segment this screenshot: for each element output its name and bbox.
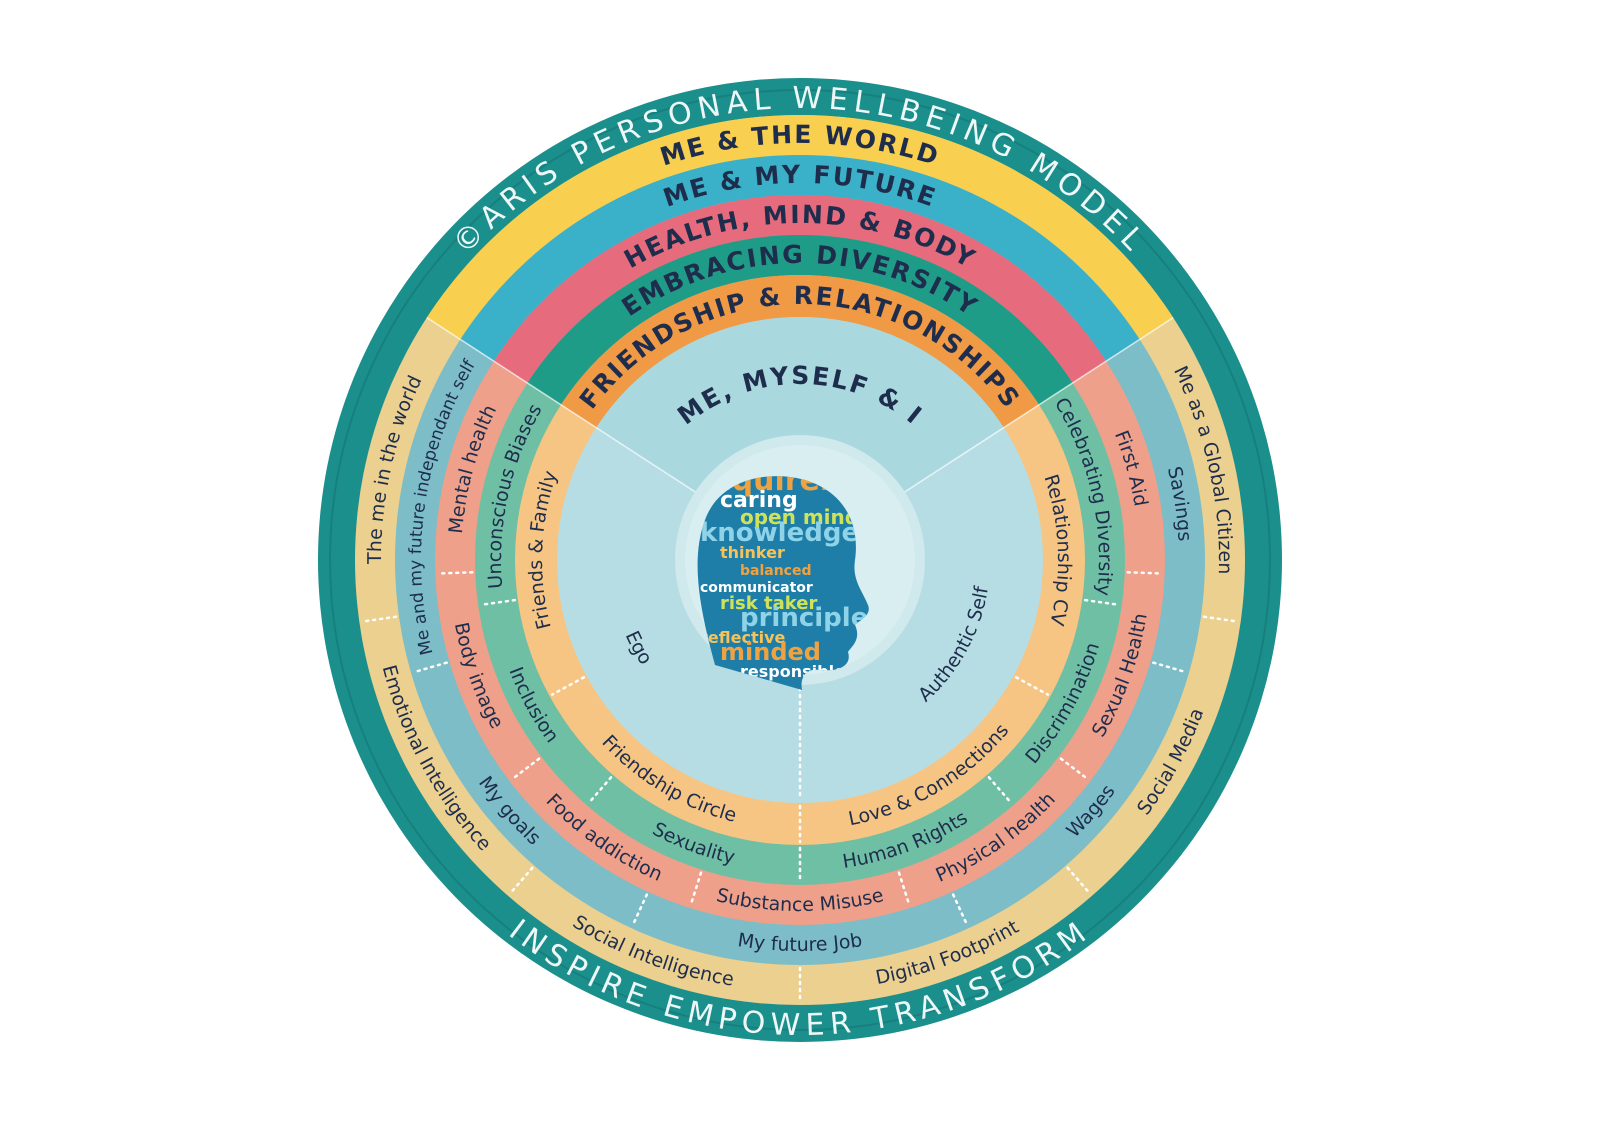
segment-divider xyxy=(361,615,398,623)
segment-divider xyxy=(951,893,969,927)
segment-divider xyxy=(987,776,1013,805)
head-word: communicator xyxy=(700,580,813,596)
segment-divider xyxy=(689,871,703,907)
segment-divider xyxy=(1083,598,1121,607)
head-word: risk taker xyxy=(720,593,817,614)
segment-divider xyxy=(479,598,517,607)
segment-divider xyxy=(1202,615,1239,623)
segment-divider xyxy=(550,676,586,696)
segment-divider xyxy=(1014,676,1050,696)
segment-divider xyxy=(508,866,534,895)
head-word: reflective xyxy=(700,628,786,647)
outer-ring-edge xyxy=(329,89,1271,1031)
wedge-boundary-0 xyxy=(426,317,696,493)
segment-divider xyxy=(1059,757,1090,781)
head-word: principled xyxy=(740,603,887,633)
segment-divider xyxy=(1126,571,1163,575)
segment-divider xyxy=(437,571,474,575)
head-word: thinker xyxy=(720,543,785,562)
head-word: knowledgeable xyxy=(700,518,922,548)
segment-divider xyxy=(510,757,541,781)
head-word: minded xyxy=(720,638,821,666)
segment-divider xyxy=(897,871,911,907)
segment-divider xyxy=(1152,661,1188,674)
wedge-boundary-1 xyxy=(904,317,1174,493)
segment-divider xyxy=(631,893,649,927)
segment-divider xyxy=(412,661,448,674)
segment-divider xyxy=(1066,866,1092,895)
head-word: caring xyxy=(720,488,798,513)
head-word: balanced xyxy=(740,563,812,579)
dividers-layer xyxy=(361,317,1239,1004)
segment-divider xyxy=(587,776,613,805)
